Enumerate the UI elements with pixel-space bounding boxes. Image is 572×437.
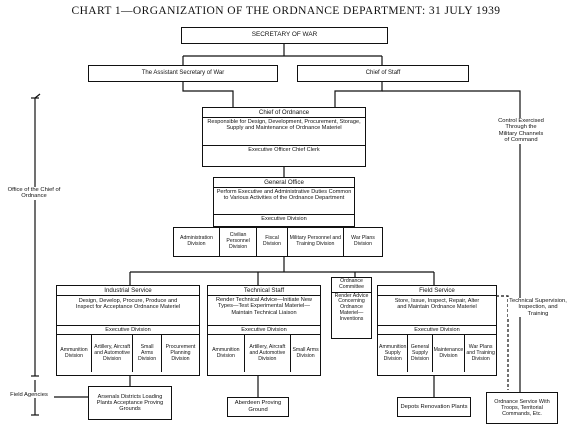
maintenance-division: Maintenance Division bbox=[431, 335, 465, 373]
field-service-executive: Executive Division bbox=[378, 325, 496, 334]
chief-of-ordnance-title: Chief of Ordnance bbox=[258, 109, 310, 116]
technical-staff-title: Technical Staff bbox=[243, 287, 285, 294]
general-supply-division: General Supply Division bbox=[407, 335, 431, 373]
industrial-artillery-division: Artillery, Aircraft and Automotive Divis… bbox=[90, 335, 132, 373]
industrial-service-executive: Executive Division bbox=[57, 325, 199, 334]
ordnance-service-box: Ordnance Service With Troops, Territoria… bbox=[486, 392, 558, 424]
technical-staff-executive: Executive Division bbox=[208, 325, 320, 334]
industrial-service-title: Industrial Service bbox=[104, 287, 152, 294]
depots-box: Depots Renovation Plants bbox=[397, 397, 471, 417]
chart-title: CHART 1—ORGANIZATION OF THE ORDNANCE DEP… bbox=[71, 5, 501, 17]
military-personnel-division: Military Personnel and Training Division bbox=[286, 228, 343, 256]
control-exercised-label: Control Exercised Through the Military C… bbox=[498, 118, 544, 144]
secretary-of-war-box: SECRETARY OF WAR bbox=[181, 27, 388, 44]
arsenals-label: Arsenals Districts Loading Plants Accept… bbox=[96, 393, 164, 413]
administration-division: Administration Division bbox=[180, 235, 213, 247]
assistant-secretary-label: The Assistant Secretary of War bbox=[141, 70, 225, 77]
chief-of-staff-label: Chief of Staff bbox=[365, 70, 401, 77]
technical-artillery-division: Artillery, Aircraft and Automotive Divis… bbox=[243, 335, 291, 373]
ordnance-committee-box: Ordnance Committee Render Advice Concern… bbox=[331, 277, 372, 339]
industrial-service-box: Industrial Service Design, Develop, Proc… bbox=[56, 285, 200, 376]
industrial-small-arms-division: Small Arms Division bbox=[132, 335, 161, 373]
general-office-description: Perform Executive and Administrative Dut… bbox=[214, 187, 354, 214]
secretary-of-war-label: SECRETARY OF WAR bbox=[251, 31, 318, 39]
technical-staff-box: Technical Staff Render Technical Advice—… bbox=[207, 285, 321, 376]
general-office-box: General Office Perform Executive and Adm… bbox=[213, 177, 355, 227]
civilian-personnel-division: Civilian Personnel Division bbox=[218, 228, 256, 256]
general-office-title: General Office bbox=[264, 179, 304, 186]
arsenals-box: Arsenals Districts Loading Plants Accept… bbox=[88, 386, 172, 420]
fiscal-division: Fiscal Division bbox=[256, 228, 286, 256]
depots-label: Depots Renovation Plants bbox=[400, 403, 468, 410]
general-office-executive: Executive Division bbox=[214, 214, 354, 223]
aberdeen-label: Aberdeen Proving Ground bbox=[234, 400, 282, 413]
technical-supervision-label: Technical Supervision, Inspection, and T… bbox=[508, 298, 568, 318]
field-service-description: Store, Issue, Inspect, Repair, Alter and… bbox=[378, 295, 496, 325]
war-plans-division: War Plans Division bbox=[342, 228, 382, 256]
chief-of-ordnance-description: Responsible for Design, Development, Pro… bbox=[203, 117, 365, 145]
ordnance-service-label: Ordnance Service With Troops, Territoria… bbox=[494, 399, 550, 417]
field-service-box: Field Service Store, Issue, Inspect, Rep… bbox=[377, 285, 497, 376]
industrial-service-description: Design, Develop, Procure, Produce and In… bbox=[57, 295, 199, 325]
ordnance-committee-description: Render Advice Concerning Ordnance Materi… bbox=[332, 291, 371, 324]
industrial-ammunition-division: Ammunition Division bbox=[60, 347, 88, 359]
assistant-secretary-box: The Assistant Secretary of War bbox=[88, 65, 278, 82]
chief-of-ordnance-executive: Executive Officer Chief Clerk bbox=[203, 145, 365, 154]
ammunition-supply-division: Ammunition Supply Division bbox=[379, 344, 407, 362]
chief-of-staff-box: Chief of Staff bbox=[297, 65, 469, 82]
procurement-planning-division: Procurement Planning Division bbox=[160, 335, 199, 373]
war-plans-training-division: War Plans and Training Division bbox=[464, 335, 496, 373]
field-agencies-label: Field Agencies bbox=[4, 392, 54, 399]
technical-staff-description: Render Technical Advice—Initiate New Typ… bbox=[208, 295, 320, 325]
aberdeen-box: Aberdeen Proving Ground bbox=[227, 397, 289, 417]
general-office-divisions: Administration Division Civilian Personn… bbox=[173, 227, 383, 257]
technical-ammunition-division: Ammunition Division bbox=[212, 347, 240, 359]
field-service-title: Field Service bbox=[419, 287, 455, 294]
chief-of-ordnance-box: Chief of Ordnance Responsible for Design… bbox=[202, 107, 366, 167]
technical-small-arms-division: Small Arms Division bbox=[290, 335, 320, 373]
ordnance-committee-title: Ordnance Committee bbox=[338, 278, 365, 290]
office-of-chief-label: Office of the Chief of Ordnance bbox=[2, 187, 66, 200]
